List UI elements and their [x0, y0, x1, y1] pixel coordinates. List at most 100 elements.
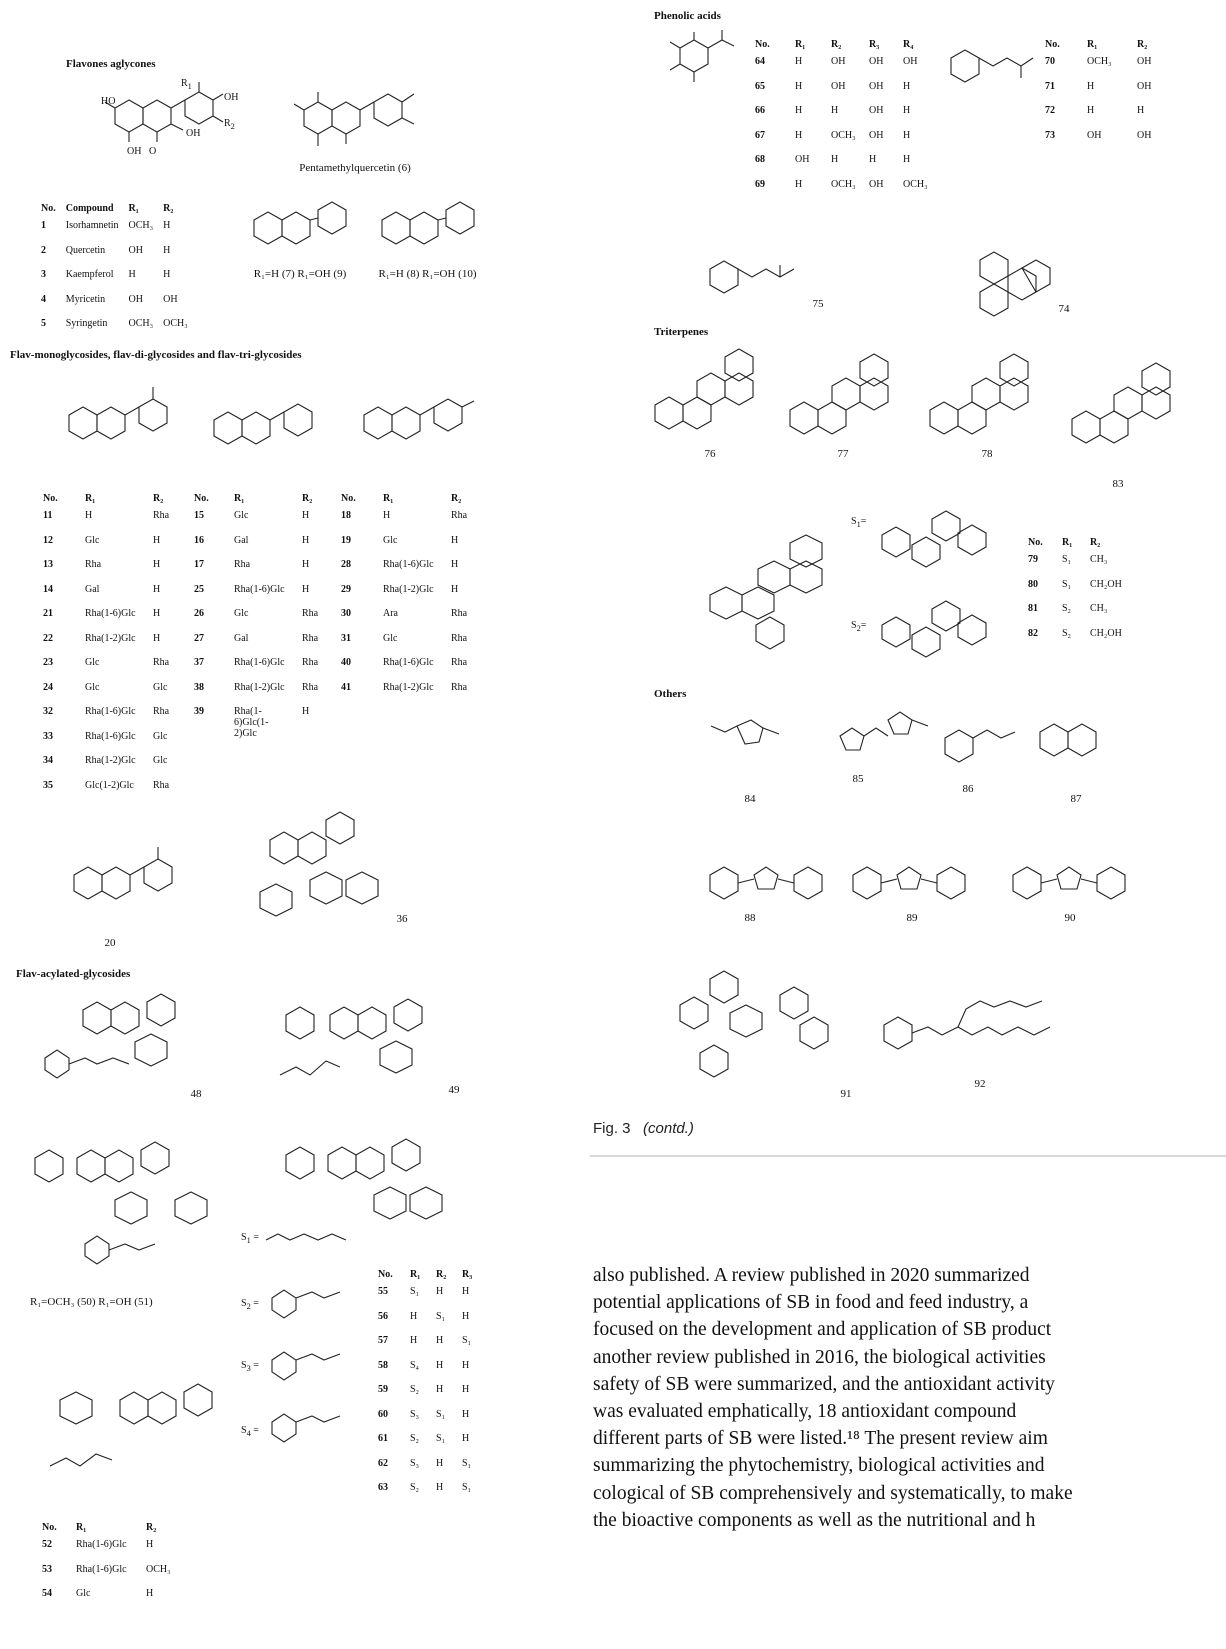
compound-20-structure	[73, 847, 173, 900]
caption-83: 83	[1112, 478, 1124, 490]
compound-76-structure	[654, 348, 754, 430]
caption-85: 85	[852, 773, 864, 785]
compound-91-structure	[679, 970, 829, 1078]
label-r1: R1	[181, 78, 192, 91]
section-title-phenolic-acids: Phenolic acids	[654, 10, 721, 22]
compound-36-structure	[259, 811, 379, 917]
compound-55-63-structure	[285, 1138, 443, 1220]
paragraph-line: also published. A review published in 20…	[593, 1265, 1030, 1286]
label-oh: OH	[224, 92, 239, 103]
sugar-chain-s2	[881, 600, 987, 658]
glycoside-skeleton-c	[363, 398, 475, 440]
compound-90-structure	[1012, 866, 1126, 900]
th-no: No.	[41, 202, 56, 214]
compound-92-structure	[883, 1000, 1051, 1050]
caption-90: 90	[1064, 912, 1076, 924]
caption-84: 84	[744, 793, 756, 805]
sugar-chain-s1	[881, 510, 987, 568]
compound-52-54-structure	[49, 1383, 213, 1467]
compound-75-structure	[709, 260, 795, 294]
paragraph-line: another review published in 2016, the bi…	[593, 1346, 1046, 1368]
paragraph-line: potential applications of SB in food and…	[593, 1292, 1029, 1314]
label-s4: S4 =	[241, 1425, 259, 1438]
flavone-aglycone-structure	[104, 82, 224, 142]
caption-86: 86	[962, 783, 974, 795]
compound-83-structure	[1071, 362, 1171, 444]
compound-77-structure	[789, 353, 889, 435]
caption-76: 76	[704, 448, 716, 460]
compound-88-structure	[709, 866, 823, 900]
flavanol-structure-7-9	[253, 201, 347, 245]
paragraph-line: different parts of SB were listed.¹⁸ The…	[593, 1428, 1048, 1450]
label-oh-o: OH O	[127, 146, 157, 157]
cinnamic-acid-skeleton	[950, 49, 1034, 83]
label-s3: S3 =	[241, 1360, 259, 1373]
substituent-s3	[271, 1351, 341, 1381]
caption-91: 91	[840, 1088, 852, 1100]
th-r1: R₁	[128, 202, 139, 214]
compound-50-51-structure	[34, 1141, 208, 1265]
paragraph-line: the bioactive components as well as the …	[593, 1509, 1036, 1531]
flavanol-structure-8-10	[381, 201, 475, 245]
th-r2: R₂	[163, 202, 174, 214]
paragraph-line: focused on the development and applicati…	[593, 1319, 1052, 1341]
caption-78: 78	[981, 448, 993, 460]
compound-85-structure	[839, 711, 929, 751]
figure-label: Fig. 3	[593, 1120, 631, 1137]
compound-89-structure	[852, 866, 966, 900]
caption-88: 88	[744, 912, 756, 924]
section-title-flav-glycosides: Flav-monoglycosides, flav-di-glycosides …	[10, 349, 302, 361]
compound-87-structure	[1039, 723, 1097, 757]
